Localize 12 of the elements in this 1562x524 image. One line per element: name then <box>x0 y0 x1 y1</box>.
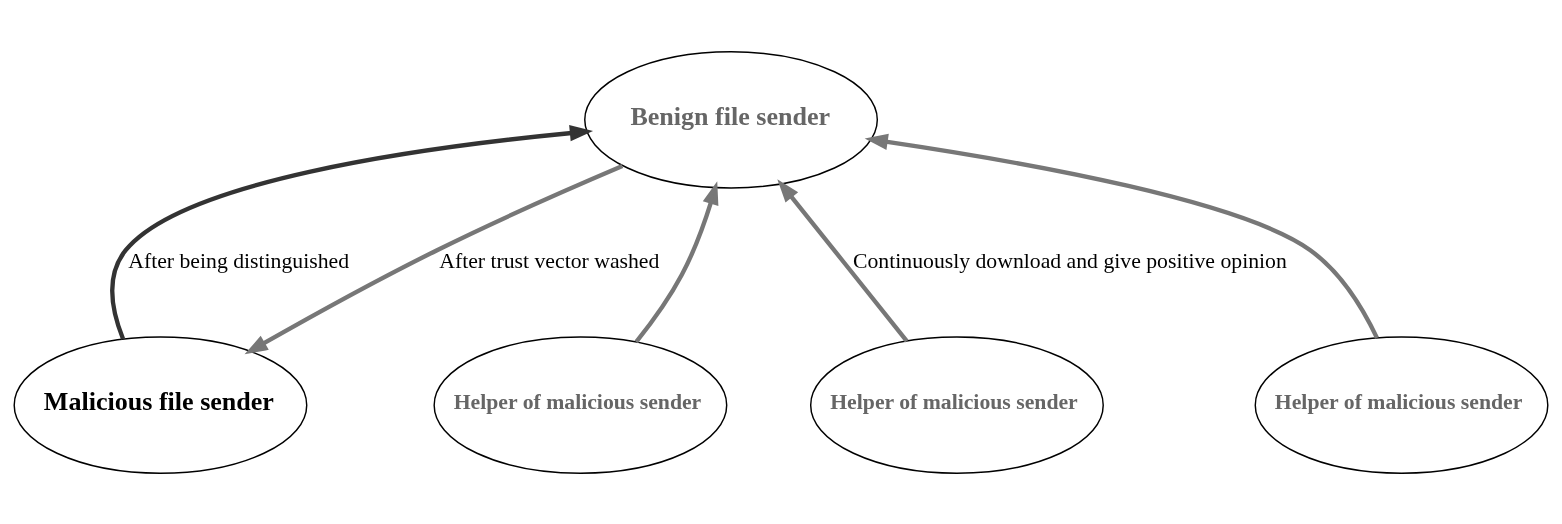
node-ellipse: Helper of malicious sender <box>1254 335 1549 474</box>
node-ellipse: Helper of malicious sender <box>433 335 728 474</box>
node-ellipse: Benign file sender <box>584 50 879 189</box>
edge-label: After trust vector washed <box>439 248 660 273</box>
arrow <box>777 178 909 342</box>
arrow <box>634 180 719 343</box>
edge-label: After being distinguished <box>128 248 350 273</box>
arrow <box>110 124 593 340</box>
arrow <box>864 133 1379 339</box>
edge-label: Continuously download and give positive opinion <box>853 248 1287 273</box>
node-ellipse: Helper of malicious sender <box>809 335 1104 474</box>
arrow <box>244 163 624 354</box>
